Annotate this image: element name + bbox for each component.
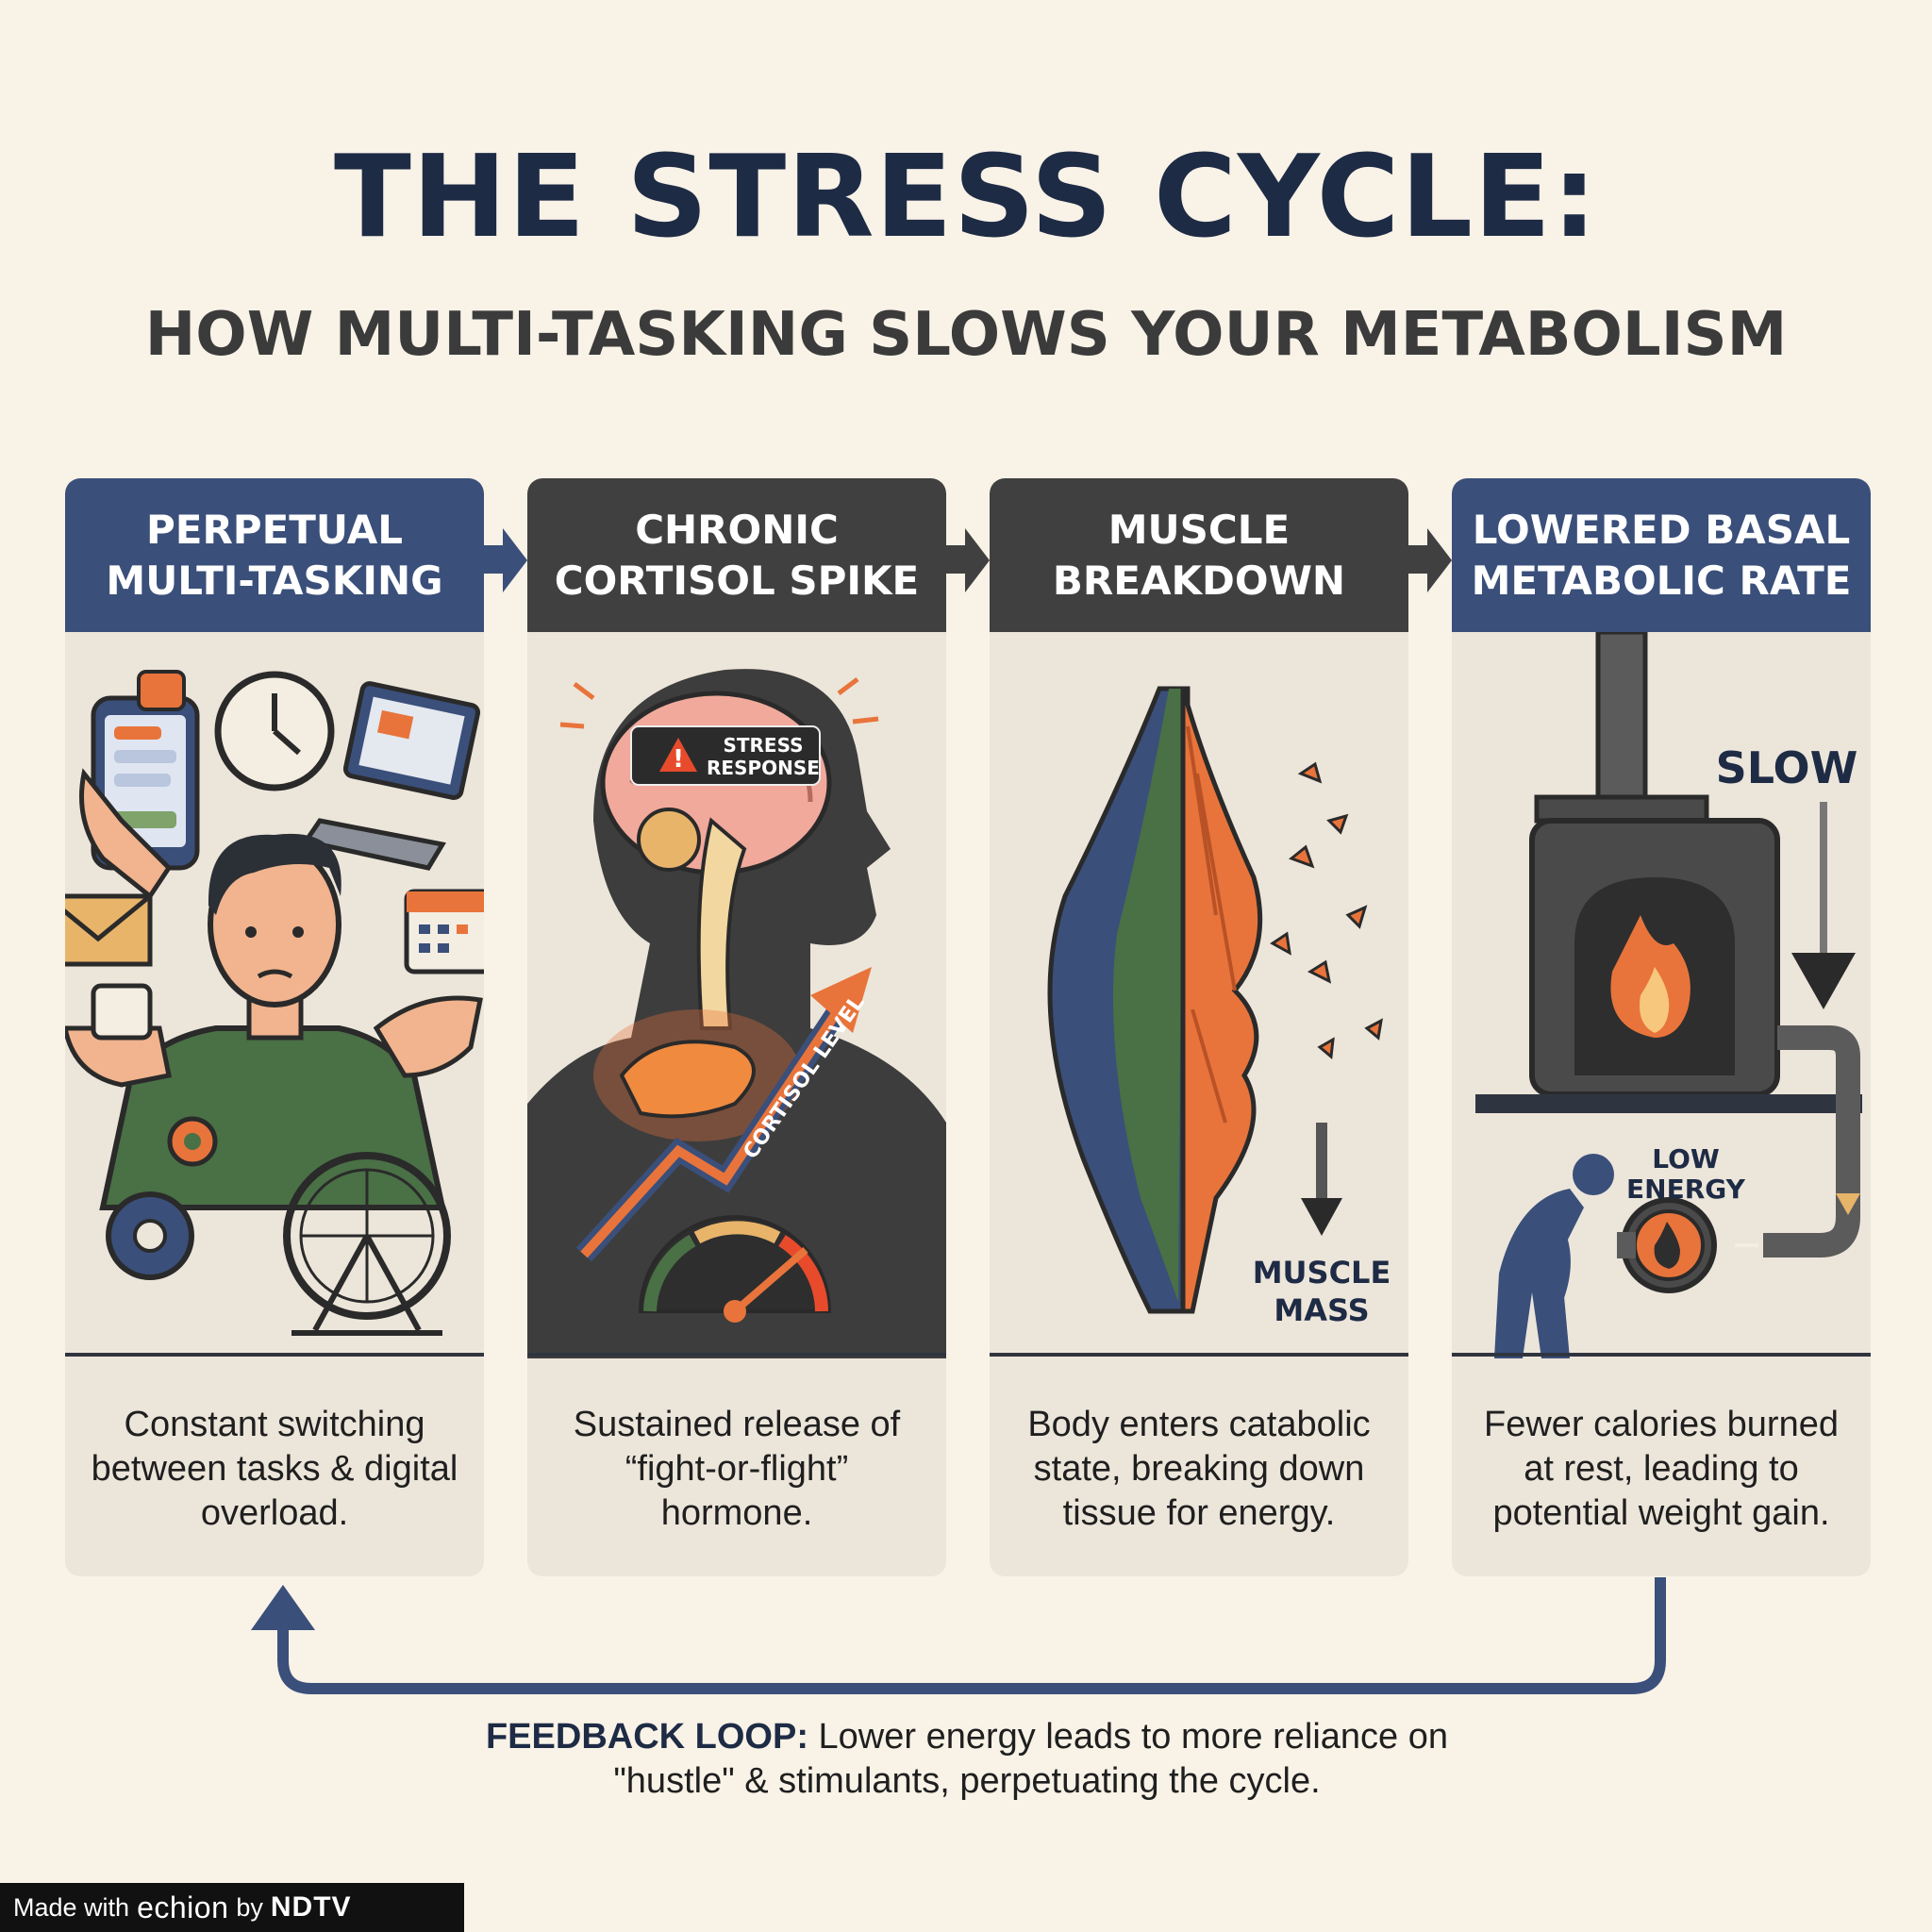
card-description: Body enters catabolic state, breaking do… (1027, 1405, 1371, 1533)
page-title: THE STRESS CYCLE: (333, 132, 1599, 263)
tired-person-icon (1494, 1154, 1614, 1358)
feedback-label: FEEDBACK LOOP: (485, 1717, 808, 1757)
footer-credit: Made with echion by NDTV (0, 1883, 464, 1932)
stress-badge: ! STRESS RESPONSE (630, 725, 821, 786)
pipe-icon (1763, 1025, 1860, 1257)
alert-rays-icon (559, 677, 879, 729)
card-divider (65, 1353, 484, 1357)
flow-arrow-1 (484, 528, 527, 592)
echion-logo: echion (137, 1890, 229, 1924)
response-label: RESPONSE (707, 757, 820, 779)
flow-arrow-2 (946, 528, 990, 592)
feedback-text: Lower energy leads to more reliance on "… (613, 1717, 1449, 1801)
phone-icon (79, 670, 200, 900)
coffee-cup-icon (65, 983, 172, 1088)
muscle-illustration: MUSCLE MASS (1047, 686, 1391, 1328)
arrow-down-icon (1301, 1198, 1342, 1236)
card-description: Fewer calories burned at rest, leading t… (1484, 1405, 1839, 1533)
gear-icon (106, 1116, 218, 1280)
open-hand-icon (373, 995, 483, 1078)
ndtv-logo: NDTV (270, 1891, 352, 1923)
svg-text:!: ! (673, 745, 684, 774)
card-divider (990, 1353, 1408, 1357)
multitasking-illustration (65, 670, 484, 1336)
energy-label: ENERGY (1626, 1174, 1746, 1205)
muscle-label: MUSCLE (1253, 1255, 1391, 1291)
arrow-up-icon (810, 967, 872, 1033)
footer-prefix: Made with (13, 1892, 130, 1922)
card-divider (1452, 1353, 1871, 1357)
card-description: Sustained release of “fight-or-flight” h… (573, 1405, 901, 1533)
footer-middle: by (236, 1892, 263, 1922)
hamster-wheel-icon (283, 1152, 451, 1336)
gauge-icon (638, 1215, 832, 1323)
feedback-note: FEEDBACK LOOP: Lower energy leads to mor… (425, 1715, 1509, 1804)
mass-label: MASS (1274, 1292, 1369, 1328)
calendar-icon (404, 889, 484, 974)
card-title: MUSCLE BREAKDOWN (990, 478, 1408, 632)
card-divider (527, 1353, 946, 1357)
card-description: Constant switching between tasks & digit… (91, 1405, 458, 1533)
muscle-fragments-icon (1270, 761, 1383, 1059)
card-title: PERPETUAL MULTI-TASKING (65, 478, 484, 632)
stress-label: STRESS (723, 734, 803, 757)
card-muscle-breakdown: MUSCLE BREAKDOWN MUSCLE MASS Body enters… (990, 478, 1408, 1576)
laptop-icon (301, 681, 481, 871)
card-title: CHRONIC CORTISOL SPIKE (527, 478, 946, 632)
card-title: LOWERED BASAL METABOLIC RATE (1452, 478, 1871, 632)
clock-icon (214, 671, 335, 791)
email-icon (65, 893, 153, 967)
cortisol-illustration: ! STRESS RESPONSE CORTISOL LEVEL (527, 669, 946, 1358)
card-chronic-cortisol: CHRONIC CORTISOL SPIKE ! STRESS RESPONSE… (527, 478, 946, 1576)
adrenal-gland-icon (619, 1040, 756, 1119)
arrow-down-icon (1791, 953, 1856, 1009)
card-perpetual-multitasking: PERPETUAL MULTI-TASKING (65, 478, 484, 1576)
slow-label: SLOW (1716, 742, 1858, 793)
furnace-illustration: SLOW LOW ENERGY (1475, 632, 1862, 1358)
low-label: LOW (1652, 1143, 1720, 1174)
card-lowered-bmr: LOWERED BASAL METABOLIC RATE SLOW LOW EN… (1452, 478, 1871, 1576)
page-subtitle: HOW MULTI-TASKING SLOWS YOUR METABOLISM (144, 300, 1788, 370)
flow-arrow-3 (1408, 528, 1452, 592)
flame-icon (1610, 915, 1690, 1038)
